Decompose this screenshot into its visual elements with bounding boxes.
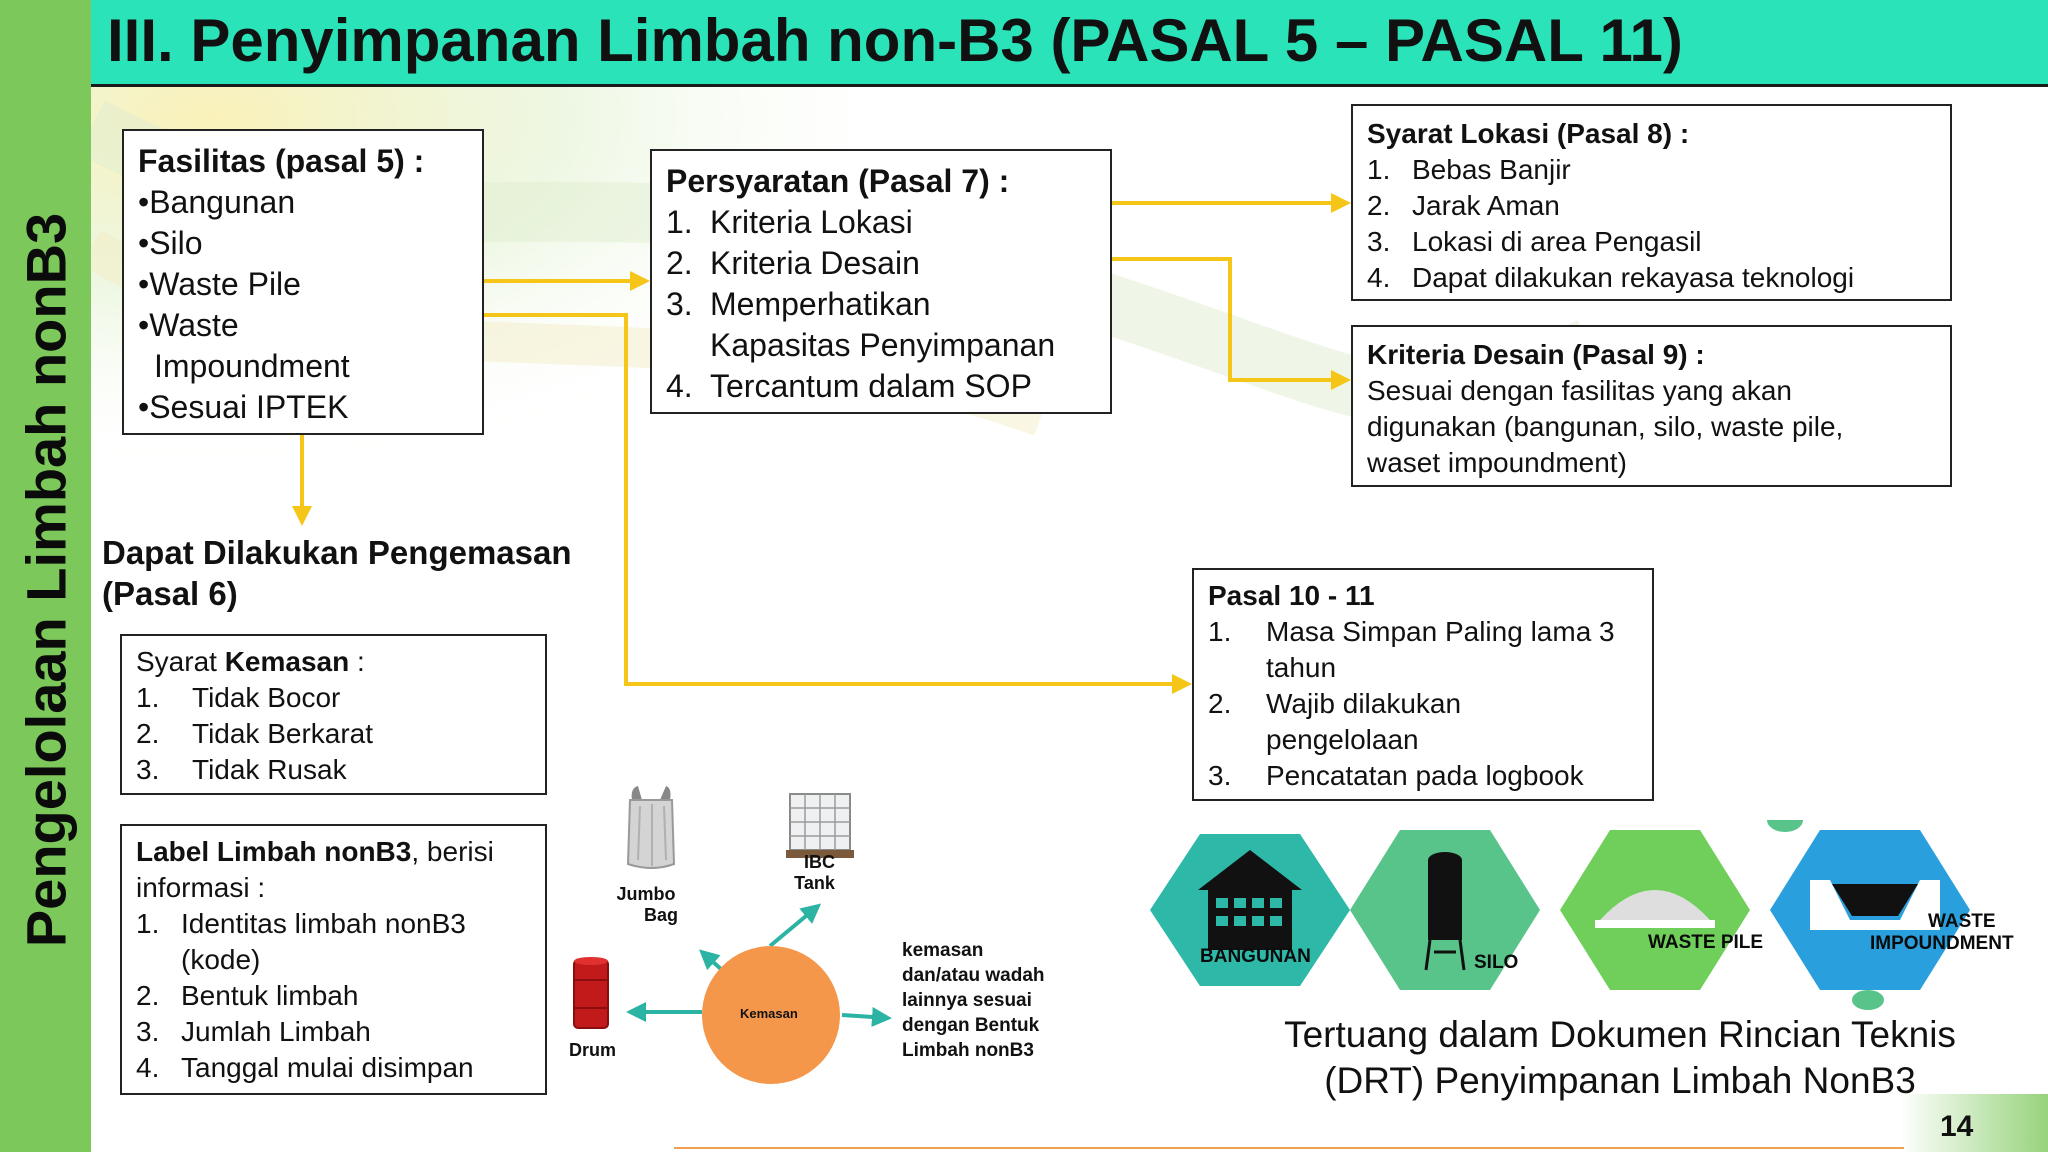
fasilitas-item: •Waste	[138, 307, 239, 343]
kriteria-desain-box: Kriteria Desain (Pasal 9) : Sesuai denga…	[1351, 325, 1952, 487]
persyaratan-item: 2.Kriteria Desain	[666, 245, 920, 281]
label-limbah-line2: informasi :	[136, 872, 266, 903]
kriteria-desain-title: Kriteria Desain (Pasal 9) :	[1367, 339, 1705, 370]
packaging-illustration	[573, 786, 854, 1084]
kemasan-circle	[702, 946, 840, 1084]
syarat-lokasi-item: 2.Jarak Aman	[1367, 190, 1560, 221]
kriteria-desain-line: waset impoundment)	[1367, 447, 1627, 478]
pasal-10-11-item: tahun	[1266, 652, 1337, 683]
kriteria-desain-line: Sesuai dengan fasilitas yang akan	[1367, 375, 1792, 406]
page-corner-gradient	[1900, 1094, 2048, 1152]
fasilitas-item: •Bangunan	[138, 184, 296, 220]
label-limbah-title: Label Limbah nonB3, berisi	[136, 836, 494, 867]
syarat-lokasi-item: 4.Dapat dilakukan rekayasa teknologi	[1367, 262, 1855, 293]
pasal-10-11-item: 3.Pencatatan pada logbook	[1208, 760, 1584, 791]
page-number: 14	[1940, 1110, 1974, 1143]
syarat-kemasan-title: Syarat Kemasan :	[136, 646, 365, 677]
pasal-10-11-title: Pasal 10 - 11	[1208, 580, 1375, 611]
arrow-fasilitas-pasal10	[484, 313, 1192, 694]
label-limbah-item: 1.Identitas limbah nonB3	[136, 908, 466, 939]
label-limbah-item: 2.Bentuk limbah	[136, 980, 359, 1011]
arrow-kemasan-jumbo	[699, 949, 724, 972]
drum-icon	[573, 957, 609, 1029]
side-bar: Pengelolaan Limbah nonB3	[0, 0, 91, 1152]
pasal-10-11-item: 1.Masa Simpan Paling lama 3	[1208, 616, 1615, 647]
pasal-10-11-box: Pasal 10 - 11 1.Masa Simpan Paling lama …	[1192, 568, 1654, 801]
kemasan-center-label: Kemasan	[740, 1006, 798, 1021]
label-limbah-item: (kode)	[181, 944, 261, 975]
kemasan-description: kemasan dan/atau wadah lainnya sesuai de…	[902, 940, 1045, 1061]
silo-icon	[1350, 830, 1540, 990]
syarat-lokasi-box: Syarat Lokasi (Pasal 8) : 1.Bebas Banjir…	[1351, 104, 1952, 301]
title-bar: III. Penyimpanan Limbah non-B3 (PASAL 5 …	[91, 0, 2048, 87]
syarat-kemasan-item: 3.Tidak Rusak	[136, 754, 347, 785]
kriteria-desain-line: digunakan (bangunan, silo, waste pile,	[1367, 411, 1844, 442]
silo-label: SILO	[1474, 952, 1519, 973]
fasilitas-item: •Waste Pile	[138, 266, 301, 302]
persyaratan-title: Persyaratan (Pasal 7) :	[666, 163, 1010, 199]
label-limbah-item: 4.Tanggal mulai disimpan	[136, 1052, 474, 1083]
pengemasan-heading: Dapat Dilakukan Pengemasan (Pasal 6)	[102, 534, 572, 612]
syarat-lokasi-title: Syarat Lokasi (Pasal 8) :	[1367, 118, 1690, 149]
drt-caption: Tertuang dalam Dokumen Rincian Teknis (D…	[1284, 1014, 1956, 1101]
syarat-kemasan-box: Syarat Kemasan : 1.Tidak Bocor 2.Tidak B…	[120, 634, 547, 795]
persyaratan-item: 1.Kriteria Lokasi	[666, 204, 913, 240]
drum-label: Drum	[569, 1040, 617, 1060]
persyaratan-item: 3.Memperhatikan	[666, 286, 931, 322]
label-limbah-box: Label Limbah nonB3, berisi informasi : 1…	[120, 824, 547, 1095]
fasilitas-box: Fasilitas (pasal 5) : •Bangunan •Silo •W…	[122, 129, 484, 435]
footer-divider	[674, 1147, 1904, 1149]
persyaratan-item: 4.Tercantum dalam SOP	[666, 368, 1032, 404]
arrow-kemasan-desc	[841, 1006, 892, 1027]
fasilitas-item: •Silo	[138, 225, 203, 261]
facility-icons	[1150, 820, 1970, 1010]
pasal-10-11-item: pengelolaan	[1266, 724, 1419, 755]
waste-pile-label: WASTE PILE	[1648, 932, 1764, 953]
persyaratan-box: Persyaratan (Pasal 7) : 1.Kriteria Lokas…	[650, 149, 1112, 414]
waste-impoundment-icon	[1767, 820, 1970, 1010]
page-title: III. Penyimpanan Limbah non-B3 (PASAL 5 …	[107, 7, 1683, 74]
arrow-persyaratan-desain	[1112, 257, 1351, 390]
fasilitas-item-cont: Impoundment	[154, 348, 350, 384]
persyaratan-item: Kapasitas Penyimpanan	[710, 327, 1056, 363]
fasilitas-item: •Sesuai IPTEK	[138, 389, 349, 425]
syarat-kemasan-item: 2.Tidak Berkarat	[136, 718, 374, 749]
pasal-10-11-item: 2.Wajib dilakukan	[1208, 688, 1462, 719]
arrow-kemasan-ibc	[768, 903, 822, 948]
waste-pile-icon	[1560, 830, 1750, 990]
bangunan-label: BANGUNAN	[1200, 946, 1311, 967]
fasilitas-title: Fasilitas (pasal 5) :	[138, 143, 425, 179]
jumbo-bag-icon	[626, 786, 676, 869]
building-icon	[1150, 834, 1350, 986]
syarat-lokasi-item: 3.Lokasi di area Pengasil	[1367, 226, 1702, 257]
syarat-lokasi-item: 1.Bebas Banjir	[1367, 154, 1571, 185]
syarat-kemasan-item: 1.Tidak Bocor	[136, 682, 341, 713]
ibc-tank-icon	[786, 793, 854, 858]
label-limbah-item: 3.Jumlah Limbah	[136, 1016, 371, 1047]
